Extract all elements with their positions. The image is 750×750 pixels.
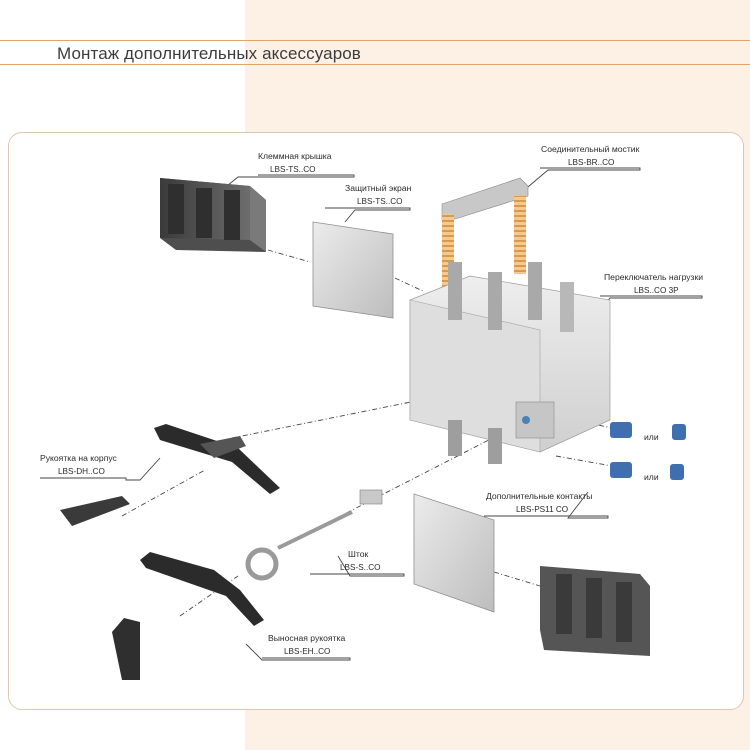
leader-shaft (310, 555, 405, 577)
external-handle-drawing (112, 552, 264, 680)
leader-ext-handle (245, 643, 351, 661)
leader-shield (325, 207, 411, 223)
leader-switch (597, 295, 703, 313)
leader-bridge (521, 167, 641, 193)
label-ext-handle: Выносная рукоятка (268, 633, 345, 643)
assembly-line-shield (394, 277, 426, 293)
leader-lines (40, 167, 703, 661)
code-switch: LBS..CO 3P (634, 286, 679, 295)
connecting-bridge-drawing (441, 177, 529, 304)
assembly-line-grip (121, 469, 206, 517)
label-shield: Защитный экран (345, 183, 412, 193)
aux-contacts-drawing (610, 422, 686, 480)
leader-front-handle (40, 457, 161, 481)
code-bridge: LBS-BR..CO (568, 158, 614, 167)
code-terminal-cover: LBS-TS..CO (270, 165, 316, 174)
label-switch: Переключатель нагрузки (604, 272, 703, 282)
shaft-drawing (245, 489, 383, 581)
label-terminal-cover: Клеммная крышка (258, 151, 332, 161)
assembly-line-shield-lower (493, 571, 541, 587)
page-title: Монтаж дополнительных аксессуаров (57, 44, 361, 63)
protective-shield-upper (312, 221, 394, 319)
label-aux-contacts: Дополнительные контакты (486, 491, 592, 501)
label-bridge: Соединительный мостик (541, 144, 640, 154)
code-shaft: LBS-S..CO (340, 563, 381, 572)
terminal-cover-drawing (160, 178, 266, 252)
assembly-line-cover (267, 249, 311, 263)
load-switch-drawing (409, 262, 611, 464)
leader-terminal-cover (221, 174, 355, 191)
or-label-2: или (644, 472, 659, 482)
code-aux-contacts: LBS-PS11 CO (516, 505, 568, 514)
assembly-line-aux-2 (555, 455, 613, 467)
code-ext-handle: LBS-EH..CO (284, 647, 330, 656)
header-rule-bottom (0, 64, 750, 65)
leader-aux-contacts (484, 491, 609, 519)
front-handle-drawing (60, 424, 280, 526)
or-label-1: или (644, 432, 659, 442)
protective-shield-lower (413, 493, 495, 613)
assembly-line-aux-1 (555, 415, 613, 429)
label-front-handle: Рукоятка на корпус (40, 453, 118, 463)
terminal-cover-lower-drawing (540, 566, 650, 656)
header-rule-top (0, 40, 750, 41)
code-front-handle: LBS-DH..CO (58, 467, 105, 476)
label-shaft: Шток (348, 549, 368, 559)
code-shield: LBS-TS..CO (357, 197, 403, 206)
